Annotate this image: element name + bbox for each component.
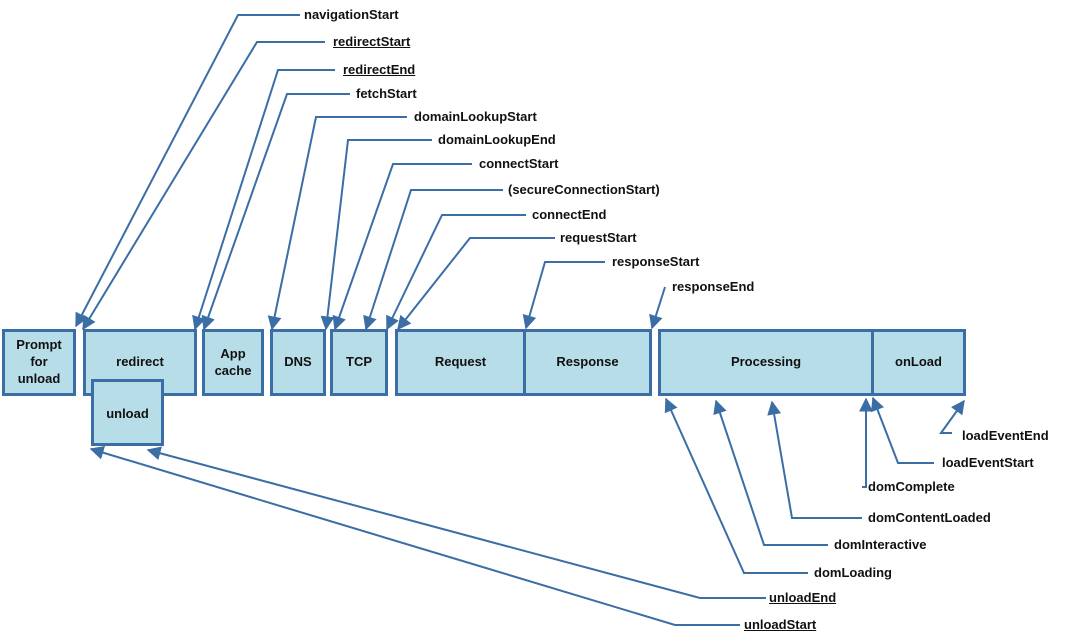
phase-label: unload: [106, 406, 149, 421]
label-unloadEnd: unloadEnd: [769, 590, 837, 605]
label-loadEventStart: loadEventStart: [942, 455, 1034, 470]
label-responseStart: responseStart: [612, 254, 700, 269]
label-unloadStart: unloadStart: [744, 617, 817, 632]
arrow-domainLookupEnd: [320, 139, 432, 331]
phase-app-cache: App cache: [202, 329, 264, 396]
arrow-domInteractive: [713, 399, 828, 546]
phase-label: Processing: [730, 354, 802, 370]
phase-label: TCP: [346, 354, 372, 370]
label-redirectEnd: redirectEnd: [343, 62, 416, 77]
arrow-responseEnd: [649, 286, 666, 330]
label-redirectStart: redirectStart: [333, 34, 411, 49]
phase-label: DNS: [284, 354, 312, 370]
arrow-loadEventStart: [870, 396, 934, 464]
arrow-redirectEnd: [192, 69, 335, 331]
arrow-domLoading: [664, 397, 808, 574]
phase-tcp: TCP: [330, 329, 388, 396]
label-navigationStart: navigationStart: [304, 7, 399, 22]
label-domLoading: domLoading: [814, 565, 892, 580]
arrow-secureConnectionStart: [363, 189, 503, 331]
label-responseEnd: responseEnd: [672, 279, 755, 294]
label-requestStart: requestStart: [560, 230, 637, 245]
arrow-responseStart: [522, 261, 605, 330]
phase-unload: unload: [91, 379, 164, 446]
arrow-unloadEnd: [146, 446, 766, 599]
arrow-domContentLoaded: [767, 400, 862, 519]
arrow-redirectStart: [82, 41, 325, 331]
label-domComplete: domComplete: [868, 479, 955, 494]
phase-label: redirect: [116, 354, 164, 370]
arrow-loadEventEnd: [939, 399, 965, 434]
label-loadEventEnd: loadEventEnd: [962, 428, 1049, 443]
arrow-connectStart: [332, 163, 472, 331]
phase-response: Response: [523, 329, 652, 396]
arrow-requestStart: [397, 237, 555, 331]
phase-label: Request: [434, 354, 487, 370]
label-secureConnectionStart: (secureConnectionStart): [508, 182, 660, 197]
arrow-navigationStart: [75, 14, 300, 328]
phase-label: App cache: [214, 345, 252, 378]
phase-processing: Processing: [658, 329, 874, 396]
label-connectEnd: connectEnd: [532, 207, 607, 222]
arrow-fetchStart: [201, 93, 350, 331]
label-fetchStart: fetchStart: [356, 86, 417, 101]
label-connectStart: connectStart: [479, 156, 559, 171]
phase-label: onLoad: [895, 354, 942, 370]
phase-label: Response: [556, 354, 619, 370]
phase-request: Request: [395, 329, 526, 396]
phase-dns: DNS: [270, 329, 326, 396]
arrow-domComplete: [859, 397, 873, 488]
phase-label: Prompt for unload: [16, 337, 62, 386]
label-domainLookupEnd: domainLookupEnd: [438, 132, 556, 147]
label-domInteractive: domInteractive: [834, 537, 927, 552]
label-domContentLoaded: domContentLoaded: [868, 510, 991, 525]
arrow-domainLookupStart: [267, 116, 407, 331]
phase-prompt-for-unload: Prompt for unload: [2, 329, 76, 396]
label-domainLookupStart: domainLookupStart: [414, 109, 537, 124]
arrow-unloadStart: [89, 445, 740, 626]
phase-onload: onLoad: [871, 329, 966, 396]
arrow-connectEnd: [386, 214, 526, 331]
